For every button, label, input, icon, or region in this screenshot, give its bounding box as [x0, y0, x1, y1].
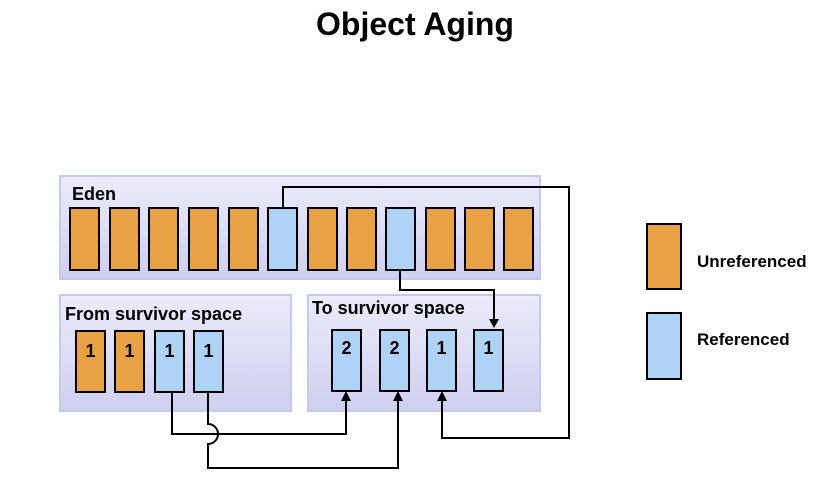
eden-object-9: [385, 207, 416, 271]
connector-eden9-to-survivor4: [399, 271, 495, 320]
legend-unreferenced-label: Unreferenced: [697, 252, 807, 271]
eden-object-10: [425, 207, 456, 271]
to-survivor-object-4: 1: [473, 329, 504, 392]
from-survivor-object-1: 1: [75, 330, 106, 393]
legend-referenced-swatch: [646, 312, 682, 380]
legend-unreferenced-swatch: [646, 223, 682, 290]
from-survivor-object-4: 1: [193, 330, 224, 393]
to-survivor-object-3: 1: [426, 329, 457, 392]
eden-object-5: [228, 207, 259, 271]
arrowhead-to-survivor4: [489, 319, 499, 328]
eden-object-8: [346, 207, 377, 271]
from-survivor-object-2: 1: [114, 330, 145, 393]
eden-object-4: [188, 207, 219, 271]
diagram-title: Object Aging: [316, 6, 514, 42]
eden-object-2: [109, 207, 140, 271]
to-survivor-object-2: 2: [379, 329, 410, 392]
arrowhead-to-survivor2: [393, 391, 403, 401]
eden-object-12: [503, 207, 534, 271]
arrowhead-to-survivor3: [437, 391, 447, 401]
connector-from4-to-to2: [207, 393, 399, 469]
to-survivor-object-1: 2: [331, 329, 362, 392]
arrowhead-to-survivor1: [341, 391, 351, 401]
eden-label: Eden: [72, 184, 117, 204]
legend-referenced-label: Referenced: [697, 330, 790, 349]
from-survivor-label: From survivor space: [65, 304, 243, 324]
eden-object-7: [307, 207, 338, 271]
eden-object-11: [464, 207, 495, 271]
from-survivor-object-3: 1: [154, 330, 185, 393]
eden-object-3: [148, 207, 179, 271]
connector-eden6-to-survivor3: [282, 186, 570, 439]
eden-object-1: [69, 207, 100, 271]
to-survivor-label: To survivor space: [312, 298, 465, 318]
eden-object-6: [267, 207, 298, 271]
connector-from3-to-to1: [171, 393, 347, 435]
